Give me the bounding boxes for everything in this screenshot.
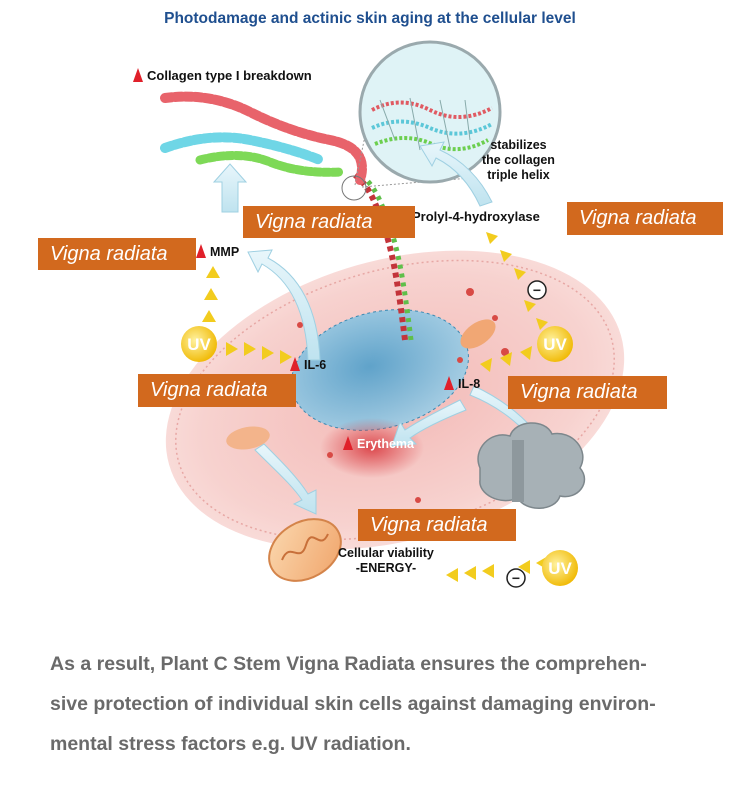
mmp-text: MMP (210, 245, 240, 259)
minus-icon-bottom: − (506, 568, 526, 588)
stabilizes-label: stabilizes the collagen triple helix (482, 138, 555, 183)
il6-label: IL-6 (290, 357, 326, 372)
uv-signal-triangles (202, 232, 548, 582)
uv-sun-right: UV (537, 326, 573, 362)
caption-line: As a result, Plant C Stem Vigna Radiata … (50, 653, 647, 675)
organelle-right (460, 319, 496, 349)
uv-label: UV (548, 559, 572, 578)
caption-paragraph: As a result, Plant C Stem Vigna Radiata … (50, 644, 690, 764)
stabilizes-line: the collagen (482, 153, 555, 167)
up-arrow-icon (196, 244, 206, 258)
vigna-radiata-box-top: Vigna radiata (243, 206, 415, 238)
stabilizes-line: stabilizes (490, 138, 547, 152)
viability-line: Cellular viability (338, 546, 434, 560)
collagen-breakdown-text: Collagen type I breakdown (147, 68, 312, 83)
cloud-icon (477, 422, 586, 509)
vigna-radiata-box-il6: Vigna radiata (138, 374, 296, 407)
caption-line: sive protection of individual skin cells… (50, 693, 656, 715)
uv-sun-left: UV (181, 326, 217, 362)
collagen-chains (160, 91, 367, 185)
up-arrow-icon (290, 357, 300, 371)
up-arrow-icon (133, 68, 143, 82)
cellular-viability-label: Cellular viability -ENERGY- (338, 546, 434, 576)
magnifier (341, 40, 502, 201)
stabilizes-line: triple helix (487, 168, 550, 182)
vigna-radiata-box-il8: Vigna radiata (508, 376, 667, 409)
vigna-radiata-box-left: Vigna radiata (38, 238, 196, 270)
mitochondrion-icon (268, 518, 342, 582)
up-arrow-icon (444, 376, 454, 390)
minus-label: − (512, 570, 520, 586)
collagen-breakdown-label: Collagen type I breakdown (133, 68, 312, 83)
erythema-label: Erythema (343, 436, 414, 451)
il8-text: IL-8 (458, 377, 481, 391)
minus-label: − (533, 282, 541, 298)
uv-label: UV (543, 335, 567, 354)
organelle-left (226, 426, 270, 450)
minus-icon-right: − (527, 280, 547, 300)
il6-text: IL-6 (304, 358, 327, 372)
vigna-radiata-box-bottom: Vigna radiata (358, 509, 516, 541)
diagram-canvas: UV UV UV − − (160, 40, 625, 588)
vigna-radiata-box-right-top: Vigna radiata (567, 202, 723, 235)
prolyl-hydroxylase-label: Prolyl-4-hydroxylase (412, 209, 540, 224)
erythema-text: Erythema (357, 437, 414, 451)
caption-line: mental stress factors e.g. UV radiation. (50, 733, 411, 755)
diagram-title: Photodamage and actinic skin aging at th… (164, 10, 576, 27)
viability-line: -ENERGY- (355, 561, 417, 575)
mmp-label: MMP (196, 244, 239, 259)
up-arrow-icon (343, 436, 353, 450)
uv-sun-bottom: UV (542, 550, 578, 586)
il8-label: IL-8 (444, 376, 480, 391)
uv-label: UV (187, 335, 211, 354)
